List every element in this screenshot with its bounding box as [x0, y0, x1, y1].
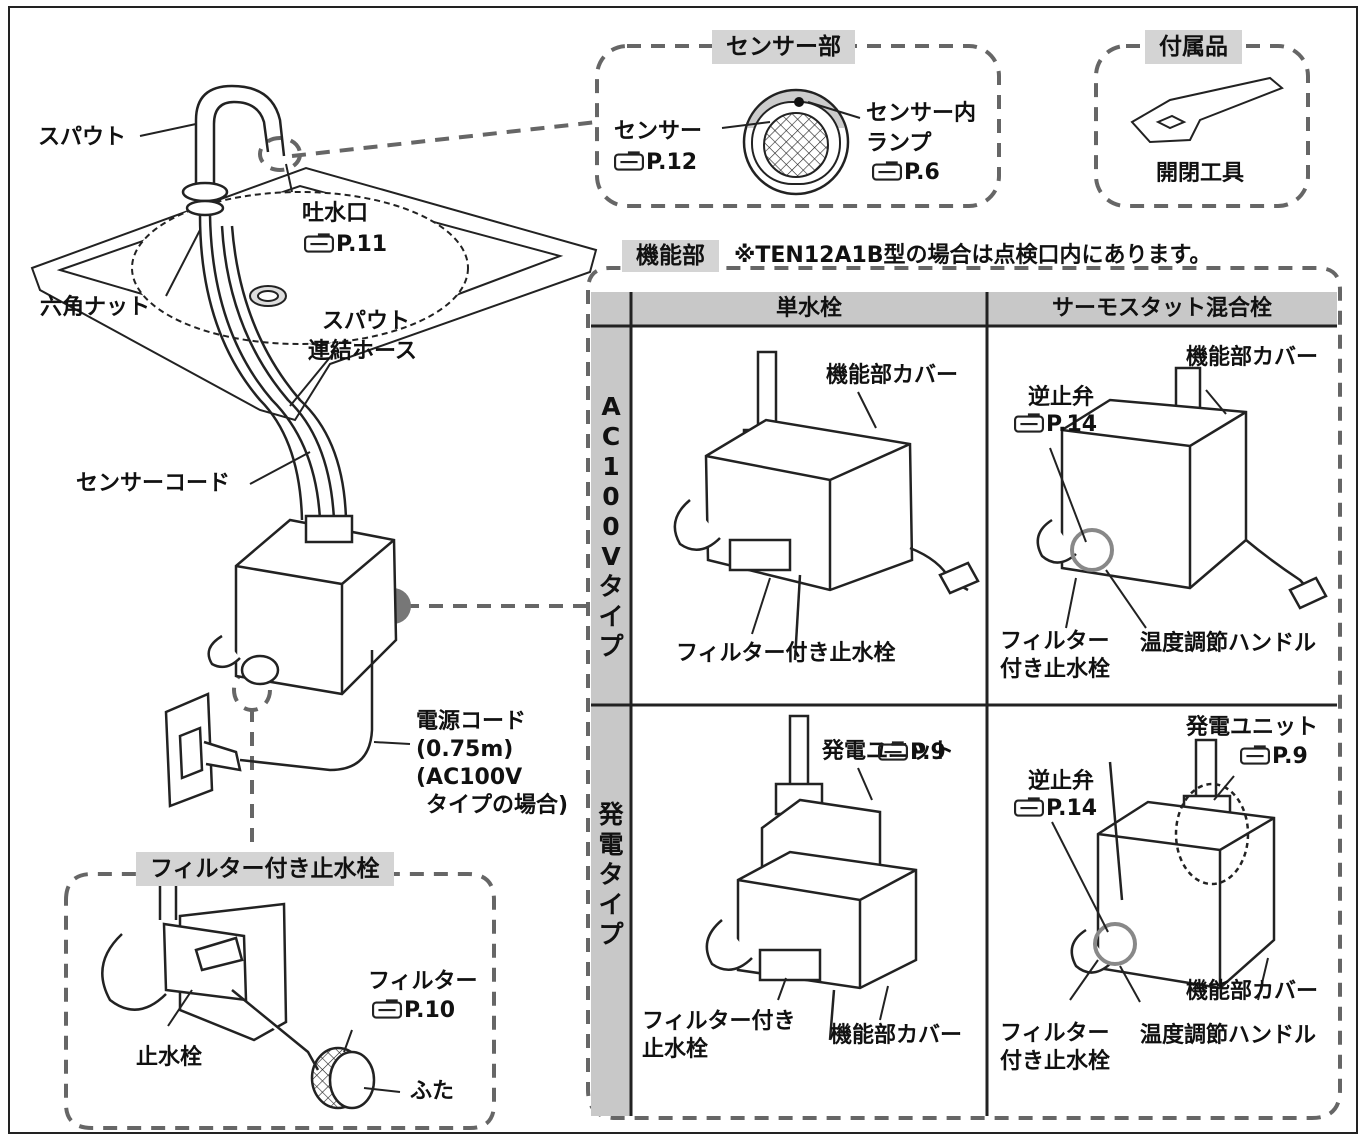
filter-valve-illustration	[101, 886, 376, 1110]
pointing-hand-icon	[1014, 797, 1044, 817]
spout-label: スパウト	[38, 125, 127, 150]
check-valve-ref-text: P.14	[1046, 412, 1098, 437]
pointing-hand-icon	[614, 151, 644, 171]
sensor-lamp-label-2: ランプ	[866, 131, 932, 156]
check-valve-page-ref[interactable]: P.14	[1014, 412, 1097, 438]
outlet-label: 吐水口	[302, 201, 369, 226]
filter-page-ref[interactable]: P.10	[372, 998, 455, 1024]
lamp-page-ref[interactable]: P.6	[872, 160, 940, 186]
pointing-hand-icon	[878, 741, 908, 761]
outlet-ref-text: P.11	[336, 232, 388, 257]
sensor-label: センサー	[614, 119, 703, 144]
sink-illustration	[30, 166, 598, 422]
sensor-lamp-label-1: センサー内	[866, 101, 977, 126]
generator-page-ref[interactable]: P.9	[1240, 744, 1308, 770]
function-cover-label: 機能部カバー	[1186, 345, 1319, 370]
figure-frame	[8, 6, 1358, 1134]
power-cord-label: 電源コード	[416, 709, 527, 734]
gen-thermo-unit	[1070, 738, 1276, 990]
filter-valve-label-1: フィルター付き	[642, 1009, 796, 1034]
function-table	[586, 266, 1342, 1120]
filter-valve-label-2: 付き止水栓	[1000, 657, 1111, 682]
lamp-ref-text: P.6	[904, 160, 940, 185]
accessory-section-title: 付属品	[1145, 30, 1242, 64]
generator-ref-text: P.9	[910, 740, 946, 765]
filter-ref-text: P.10	[404, 998, 456, 1023]
function-unit	[207, 514, 398, 772]
row-header-ac100v: AC100Vタイプ	[598, 392, 624, 661]
power-cord-type: (AC100V	[416, 765, 523, 790]
hex-nut-label: 六角ナット	[40, 295, 151, 320]
filter-valve-label-2: 止水栓	[642, 1037, 709, 1062]
function-section-note: ※TEN12A1B型の場合は点検口内にあります。	[734, 243, 1212, 268]
check-valve-ref-text: P.14	[1046, 796, 1098, 821]
filter-label: フィルター	[368, 969, 478, 994]
power-cord-case: タイプの場合)	[426, 793, 569, 818]
generator-page-ref[interactable]: P.9	[878, 740, 946, 766]
filter-section-title: フィルター付き止水栓	[136, 852, 394, 886]
function-cover-label: 機能部カバー	[826, 363, 959, 388]
pointing-hand-icon	[1240, 745, 1270, 765]
sensor-page-ref[interactable]: P.12	[614, 150, 697, 176]
column-header-single-faucet: 単水栓	[775, 296, 842, 321]
row-header-generator: 発電タイプ	[598, 800, 624, 949]
function-section-title: 機能部	[622, 240, 719, 272]
temperature-handle-label: 温度調節ハンドル	[1140, 1023, 1317, 1048]
filter-valve-label-1: フィルター	[1000, 1021, 1110, 1046]
stop-valve-label: 止水栓	[136, 1045, 203, 1070]
check-valve-label: 逆止弁	[1028, 385, 1095, 410]
function-cover-label: 機能部カバー	[1186, 979, 1319, 1004]
sensor-illustration	[721, 88, 861, 196]
filter-lid-label: ふた	[410, 1079, 455, 1104]
sensor-ref-text: P.12	[646, 150, 698, 175]
ac-thermo-unit	[1036, 366, 1328, 610]
column-header-thermostat-mixer: サーモスタット混合栓	[1051, 296, 1272, 321]
filter-valve-label-2: 付き止水栓	[1000, 1049, 1111, 1074]
ac-single-unit	[673, 350, 980, 661]
pointing-hand-icon	[372, 999, 402, 1019]
generator-unit-label: 発電ユニット	[1186, 715, 1319, 740]
power-cord-length: (0.75m)	[416, 737, 514, 762]
gen-single-unit	[705, 714, 918, 1041]
sensor-cord-label: センサーコード	[76, 471, 231, 496]
filter-valve-label-1: フィルター	[1000, 629, 1110, 654]
faucet-spout	[181, 84, 286, 217]
pointing-hand-icon	[872, 161, 902, 181]
check-valve-page-ref[interactable]: P.14	[1014, 796, 1097, 822]
pointing-hand-icon	[1014, 413, 1044, 433]
spout-hose-label-1: スパウト	[322, 309, 411, 334]
generator-ref-text: P.9	[1272, 744, 1308, 769]
filter-valve-label: フィルター付き止水栓	[676, 641, 896, 666]
leader-lines	[139, 123, 1269, 1093]
spout-hose-label-2: 連結ホース	[308, 339, 417, 364]
sensor-section-title: センサー部	[712, 30, 855, 64]
hoses	[198, 214, 348, 521]
opening-tool-label: 開閉工具	[1156, 161, 1245, 186]
check-valve-label: 逆止弁	[1028, 769, 1095, 794]
temperature-handle-label: 温度調節ハンドル	[1140, 631, 1317, 656]
outlet-page-ref[interactable]: P.11	[304, 232, 387, 258]
wall-outlet	[164, 692, 242, 808]
pointing-hand-icon	[304, 233, 334, 253]
function-cover-label: 機能部カバー	[830, 1023, 963, 1048]
opening-tool-illustration	[1130, 76, 1284, 144]
